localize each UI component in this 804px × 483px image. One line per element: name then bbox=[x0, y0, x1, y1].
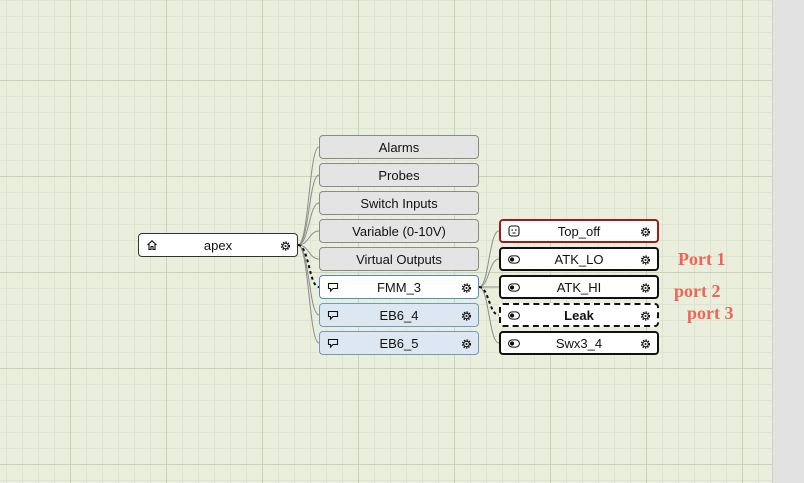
menu-item-label: Switch Inputs bbox=[360, 195, 438, 211]
menu-item-label: Alarms bbox=[378, 139, 420, 155]
gear-icon[interactable] bbox=[461, 310, 472, 321]
toggle-icon bbox=[508, 253, 520, 265]
link-apex-eb6-4 bbox=[297, 244, 320, 316]
menu-item-switch-inputs[interactable]: Switch Inputs bbox=[319, 191, 479, 215]
menu-item-probes[interactable]: Probes bbox=[319, 163, 479, 187]
gear-icon[interactable] bbox=[640, 310, 651, 321]
module-label: EB6_5 bbox=[379, 335, 419, 351]
output-label: Swx3_4 bbox=[555, 335, 603, 351]
annotation-port-3: port 3 bbox=[687, 303, 734, 323]
menu-item-label: Virtual Outputs bbox=[356, 251, 442, 267]
menu-item-variable[interactable]: Variable (0-10V) bbox=[319, 219, 479, 243]
output-node-top-off[interactable]: Top_off bbox=[499, 219, 659, 243]
toggle-icon bbox=[508, 337, 520, 349]
annotation-port-2: port 2 bbox=[674, 281, 721, 301]
gear-icon[interactable] bbox=[461, 338, 472, 349]
module-node-eb6-5[interactable]: EB6_5 bbox=[319, 331, 479, 355]
link-fmm3-top-off bbox=[478, 230, 500, 288]
root-node-apex[interactable]: apex bbox=[138, 233, 298, 257]
home-icon bbox=[146, 239, 158, 251]
module-icon bbox=[327, 281, 339, 293]
module-label: FMM_3 bbox=[376, 279, 422, 295]
gear-icon[interactable] bbox=[461, 282, 472, 293]
module-icon bbox=[327, 309, 339, 321]
menu-item-label: Probes bbox=[378, 167, 420, 183]
link-fmm3-atk-lo bbox=[478, 258, 500, 288]
vertical-scrollbar[interactable] bbox=[772, 0, 804, 483]
link-apex-eb6-5 bbox=[297, 244, 320, 344]
gear-icon[interactable] bbox=[640, 254, 651, 265]
toggle-icon bbox=[508, 309, 520, 321]
link-fmm3-leak-dashed bbox=[478, 286, 500, 316]
link-apex-probes bbox=[297, 174, 320, 246]
menu-item-virtual-outputs[interactable]: Virtual Outputs bbox=[319, 247, 479, 271]
output-label: Leak bbox=[564, 307, 594, 323]
output-node-atk-hi[interactable]: ATK_HI bbox=[499, 275, 659, 299]
outlet-icon bbox=[508, 225, 520, 237]
output-node-atk-lo[interactable]: ATK_LO bbox=[499, 247, 659, 271]
gear-icon[interactable] bbox=[640, 226, 651, 237]
output-label: ATK_LO bbox=[554, 251, 604, 267]
module-icon bbox=[327, 337, 339, 349]
connector-lines bbox=[297, 146, 500, 344]
root-node-label: apex bbox=[203, 237, 233, 253]
output-label: Top_off bbox=[557, 223, 601, 239]
link-apex-switch-inputs bbox=[297, 202, 320, 246]
module-node-eb6-4[interactable]: EB6_4 bbox=[319, 303, 479, 327]
link-fmm3-swx3-4 bbox=[478, 286, 500, 344]
workspace-canvas[interactable]: apex Alarms Probes Switch Inputs Variabl… bbox=[0, 0, 772, 483]
gear-icon[interactable] bbox=[640, 282, 651, 293]
output-node-leak[interactable]: Leak bbox=[499, 303, 659, 327]
link-apex-fmm3-dashed bbox=[297, 244, 320, 288]
toggle-icon bbox=[508, 281, 520, 293]
link-apex-variable bbox=[297, 230, 320, 246]
link-apex-alarms bbox=[297, 146, 320, 246]
menu-item-alarms[interactable]: Alarms bbox=[319, 135, 479, 159]
annotation-port-1: Port 1 bbox=[678, 249, 726, 269]
gear-icon[interactable] bbox=[640, 338, 651, 349]
gear-icon[interactable] bbox=[280, 240, 291, 251]
module-label: EB6_4 bbox=[379, 307, 419, 323]
output-label: ATK_HI bbox=[556, 279, 602, 295]
output-node-swx3-4[interactable]: Swx3_4 bbox=[499, 331, 659, 355]
module-node-fmm3[interactable]: FMM_3 bbox=[319, 275, 479, 299]
menu-item-label: Variable (0-10V) bbox=[352, 223, 446, 239]
